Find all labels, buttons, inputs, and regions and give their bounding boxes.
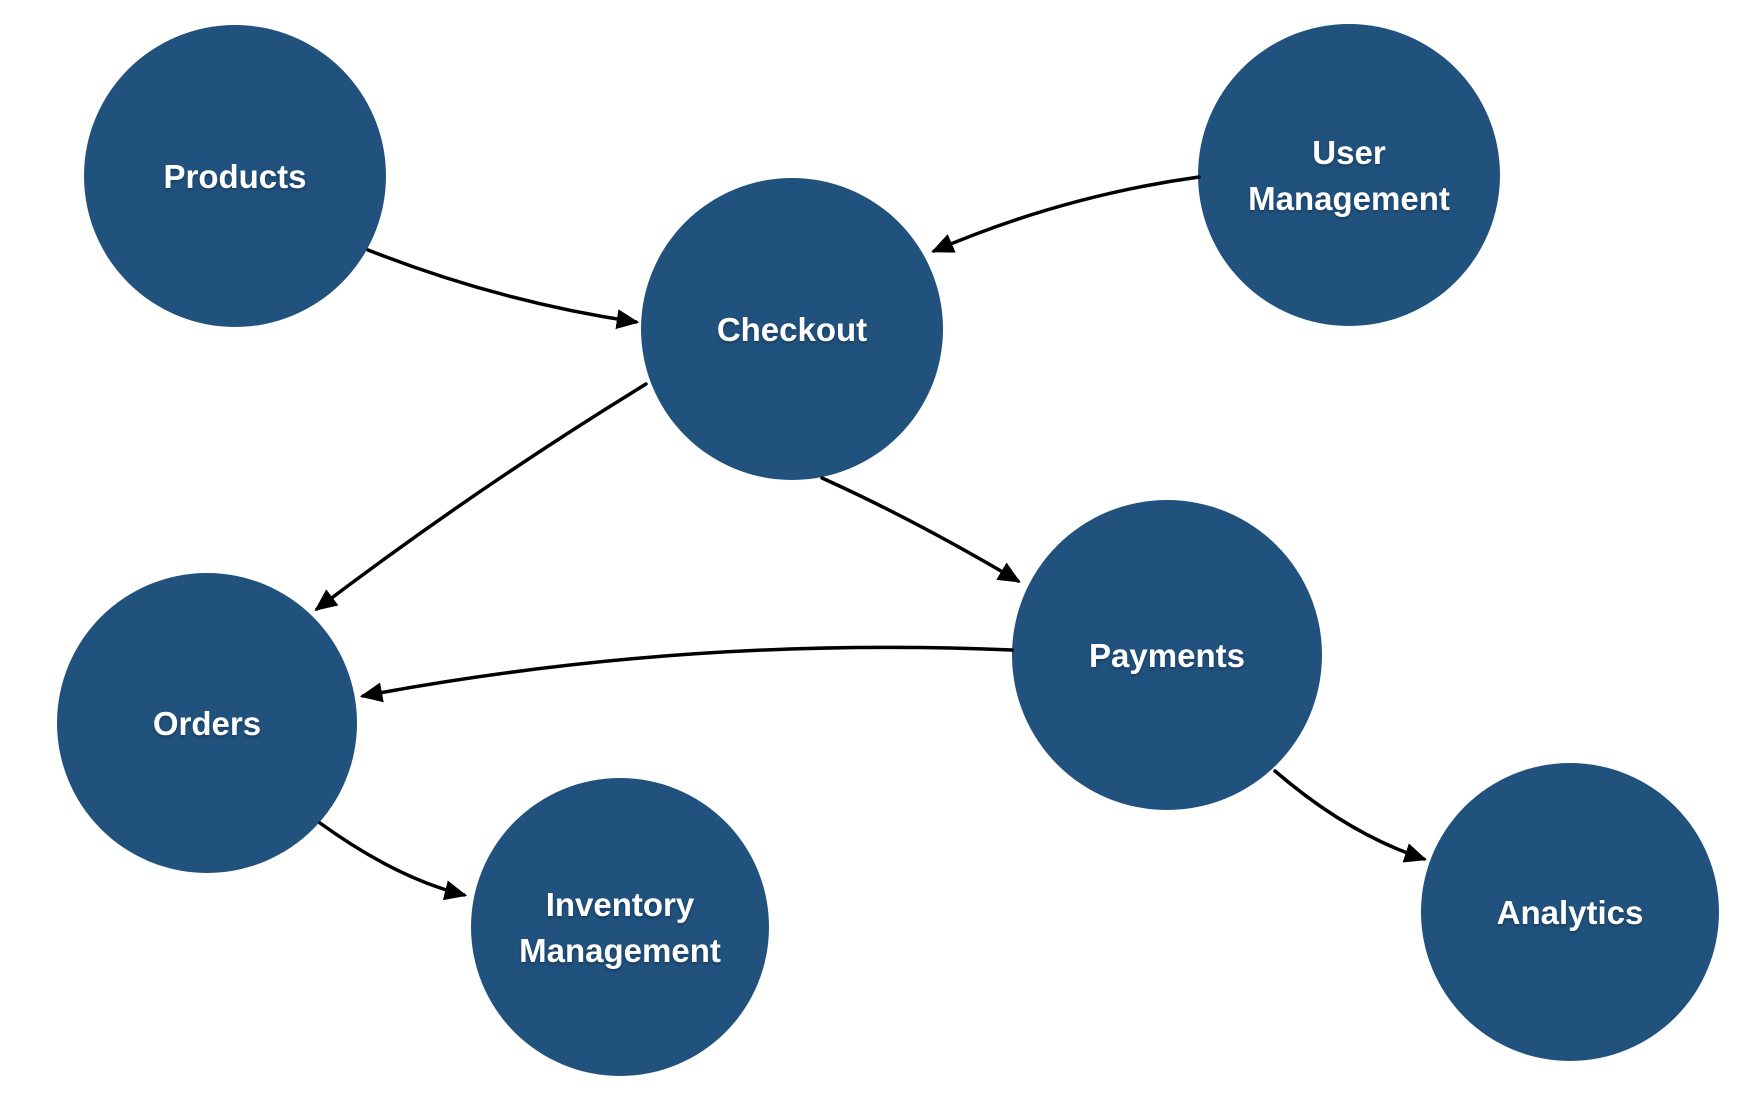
node-orders[interactable]: Orders — [57, 573, 357, 873]
node-circle-checkout[interactable] — [641, 178, 943, 480]
node-circle-payments[interactable] — [1012, 500, 1322, 810]
edge-user-management-to-checkout — [931, 175, 1201, 253]
edge-checkout-to-payments — [820, 476, 1021, 583]
node-label-products: Products — [163, 158, 306, 195]
node-circle-inventory-management[interactable] — [471, 778, 769, 1076]
node-checkout[interactable]: Checkout — [641, 178, 943, 480]
edge-orders-to-inventory-management — [318, 821, 468, 901]
node-payments[interactable]: Payments — [1012, 500, 1322, 810]
edge-products-to-checkout — [366, 248, 640, 330]
node-label-checkout: Checkout — [717, 311, 867, 348]
edges-layer — [314, 175, 1427, 901]
node-label-analytics: Analytics — [1497, 894, 1644, 931]
node-products[interactable]: Products — [84, 25, 386, 327]
edge-payments-to-analytics — [1273, 769, 1427, 863]
edge-payments-to-orders — [359, 645, 1014, 703]
node-circle-analytics[interactable] — [1421, 763, 1719, 1061]
node-circle-products[interactable] — [84, 25, 386, 327]
node-label-payments: Payments — [1089, 637, 1245, 674]
edge-checkout-to-orders — [314, 382, 648, 611]
node-circle-user-management[interactable] — [1198, 24, 1500, 326]
node-label-orders: Orders — [153, 705, 261, 742]
node-analytics[interactable]: Analytics — [1421, 763, 1719, 1061]
node-circle-orders[interactable] — [57, 573, 357, 873]
